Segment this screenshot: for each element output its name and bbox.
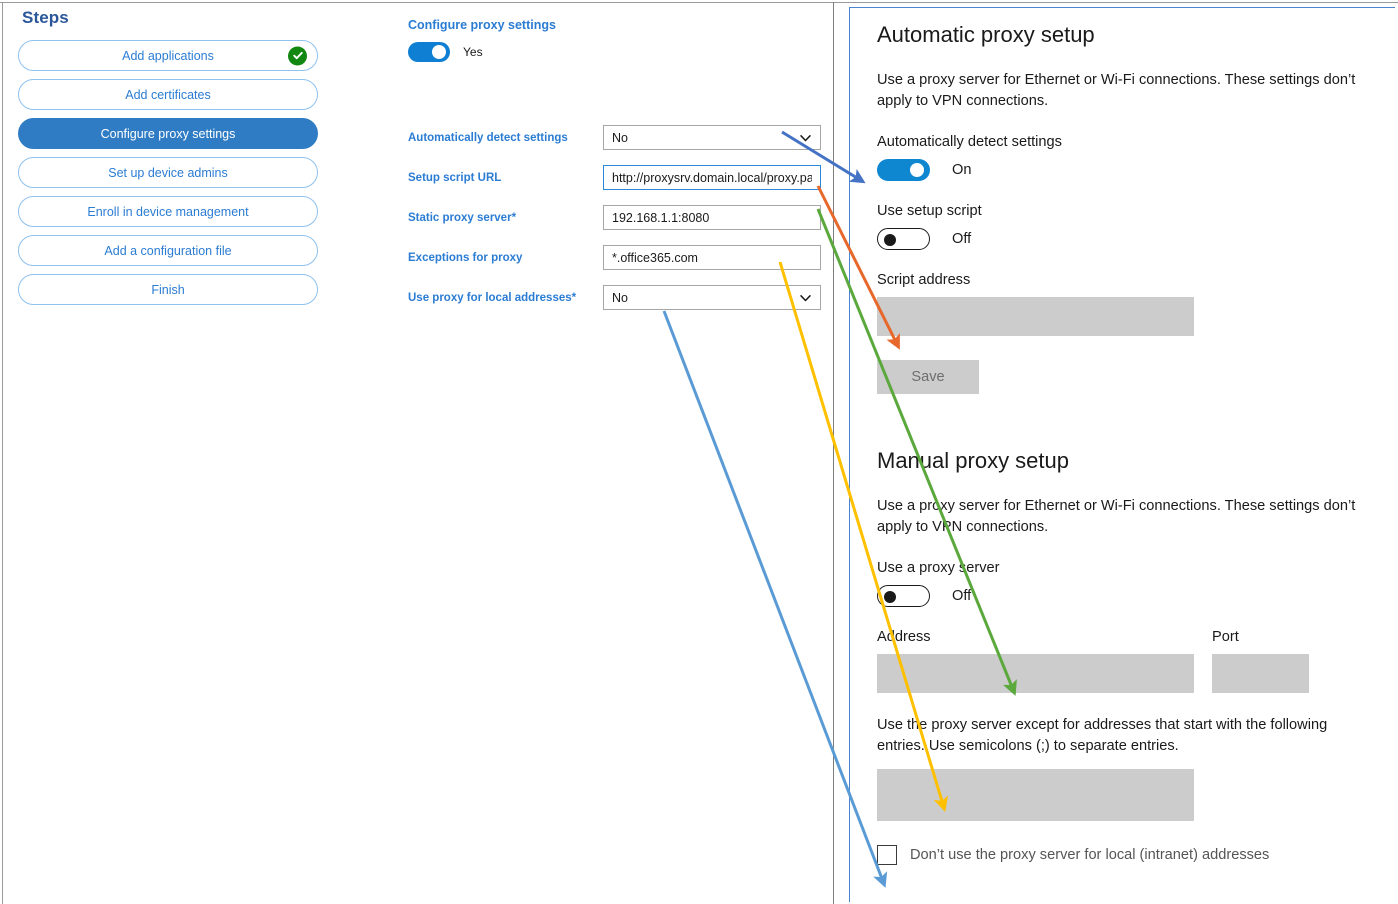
toggle-knob	[884, 234, 896, 246]
sidebar-item-set-up-device-admins[interactable]: Set up device admins	[18, 157, 318, 188]
field-label: Setup script URL	[408, 172, 502, 184]
sidebar-item-label: Configure proxy settings	[100, 126, 236, 141]
configure-proxy-toggle[interactable]	[408, 42, 450, 62]
field-value: No	[612, 130, 628, 145]
bypass-local-addresses-checkbox[interactable]	[877, 845, 897, 865]
automatic-proxy-description: Use a proxy server for Ethernet or Wi-Fi…	[877, 72, 1356, 109]
script-address-label: Script address	[877, 272, 971, 288]
use-a-proxy-server-label: Use a proxy server	[877, 560, 1000, 576]
window-left-border	[2, 2, 3, 904]
exceptions-for-proxy-input[interactable]: *.office365.com	[603, 245, 821, 270]
configure-proxy-toggle-value: Yes	[463, 45, 483, 59]
field-setup-script-url: Setup script URL http://proxysrv.domain.…	[408, 165, 828, 208]
chevron-down-icon	[799, 131, 812, 144]
use-proxy-for-local-addresses-select[interactable]: No	[603, 285, 821, 310]
port-group: Port	[1212, 629, 1309, 693]
manual-proxy-setup-heading: Manual proxy setup	[877, 448, 1069, 473]
use-setup-script-label: Use setup script	[877, 203, 982, 219]
sidebar-item-label: Add applications	[122, 48, 214, 63]
use-a-proxy-server-toggle[interactable]	[877, 585, 930, 607]
proxy-form-fields: Automatically detect settings No Setup s…	[408, 125, 828, 328]
sidebar-item-label: Enroll in device management	[87, 204, 249, 219]
automatically-detect-settings-toggle-row[interactable]: On	[877, 159, 1389, 181]
window-top-border	[0, 2, 1398, 3]
field-label: Use proxy for local addresses*	[408, 292, 577, 304]
automatically-detect-settings-label: Automatically detect settings	[877, 134, 1062, 150]
field-value: http://proxysrv.domain.local/proxy.pa	[612, 170, 812, 185]
sidebar-item-enroll-in-device-management[interactable]: Enroll in device management	[18, 196, 318, 227]
field-use-proxy-for-local-addresses: Use proxy for local addresses* No	[408, 285, 828, 328]
address-input[interactable]	[877, 654, 1194, 693]
use-setup-script-toggle[interactable]	[877, 228, 930, 250]
toggle-knob	[884, 591, 896, 603]
sidebar-item-label: Add a configuration file	[104, 243, 232, 258]
exceptions-description: Use the proxy server except for addresse…	[877, 717, 1328, 754]
bypass-local-addresses-label: Don’t use the proxy server for local (in…	[910, 847, 1270, 863]
sidebar-item-label: Finish	[151, 282, 185, 297]
toggle-knob	[910, 163, 924, 177]
field-label: Static proxy server*	[408, 212, 517, 224]
sidebar-item-label: Set up device admins	[108, 165, 228, 180]
use-a-proxy-server-toggle-row[interactable]: Off	[877, 585, 1389, 607]
address-group: Address	[877, 629, 1194, 693]
use-a-proxy-server-value: Off	[952, 588, 972, 604]
field-label: Automatically detect settings	[408, 132, 568, 144]
address-port-group: Address Port	[877, 629, 1389, 693]
bypass-local-addresses-row[interactable]: Don’t use the proxy server for local (in…	[877, 845, 1389, 865]
steps-title: Steps	[22, 8, 69, 27]
check-icon	[288, 46, 307, 65]
sidebar-item-label: Add certificates	[125, 87, 211, 102]
windows-settings-content: Automatic proxy setup Use a proxy server…	[877, 22, 1389, 865]
toggle-knob	[432, 45, 446, 59]
port-input[interactable]	[1212, 654, 1309, 693]
sidebar-item-finish[interactable]: Finish	[18, 274, 318, 305]
use-setup-script-value: Off	[952, 231, 972, 247]
static-proxy-server-input[interactable]: 192.168.1.1:8080	[603, 205, 821, 230]
field-value: *.office365.com	[612, 250, 698, 265]
field-static-proxy-server: Static proxy server* 192.168.1.1:8080	[408, 205, 828, 248]
port-label: Port	[1212, 629, 1239, 645]
save-button[interactable]: Save	[877, 360, 979, 394]
sidebar-item-add-a-configuration-file[interactable]: Add a configuration file	[18, 235, 318, 266]
chevron-down-icon	[799, 291, 812, 304]
panel-divider	[833, 2, 834, 904]
field-value: No	[612, 290, 628, 305]
save-button-label: Save	[911, 369, 945, 385]
sidebar-item-add-applications[interactable]: Add applications	[18, 40, 318, 71]
field-value: 192.168.1.1:8080	[612, 210, 710, 225]
proxy-form-header: Configure proxy settings Yes	[408, 18, 828, 62]
form-title: Configure proxy settings	[408, 18, 556, 32]
configure-proxy-toggle-row[interactable]: Yes	[408, 42, 828, 62]
automatic-proxy-setup-heading: Automatic proxy setup	[877, 22, 1095, 47]
automatically-detect-settings-toggle[interactable]	[877, 159, 930, 181]
sidebar-item-add-certificates[interactable]: Add certificates	[18, 79, 318, 110]
script-address-input[interactable]	[877, 297, 1194, 336]
automatically-detect-settings-select[interactable]: No	[603, 125, 821, 150]
field-automatically-detect-settings: Automatically detect settings No	[408, 125, 828, 168]
address-label: Address	[877, 629, 931, 645]
steps-sidebar: Steps Add applications Add certificates …	[18, 8, 318, 313]
windows-proxy-settings-panel: Automatic proxy setup Use a proxy server…	[849, 7, 1395, 902]
exceptions-input[interactable]	[877, 769, 1194, 821]
use-setup-script-toggle-row[interactable]: Off	[877, 228, 1389, 250]
sidebar-item-configure-proxy-settings[interactable]: Configure proxy settings	[18, 118, 318, 149]
setup-script-url-input[interactable]: http://proxysrv.domain.local/proxy.pa	[603, 165, 821, 190]
field-label: Exceptions for proxy	[408, 252, 523, 264]
manual-proxy-description: Use a proxy server for Ethernet or Wi-Fi…	[877, 498, 1356, 535]
field-exceptions-for-proxy: Exceptions for proxy *.office365.com	[408, 245, 828, 288]
automatically-detect-settings-value: On	[952, 162, 972, 178]
